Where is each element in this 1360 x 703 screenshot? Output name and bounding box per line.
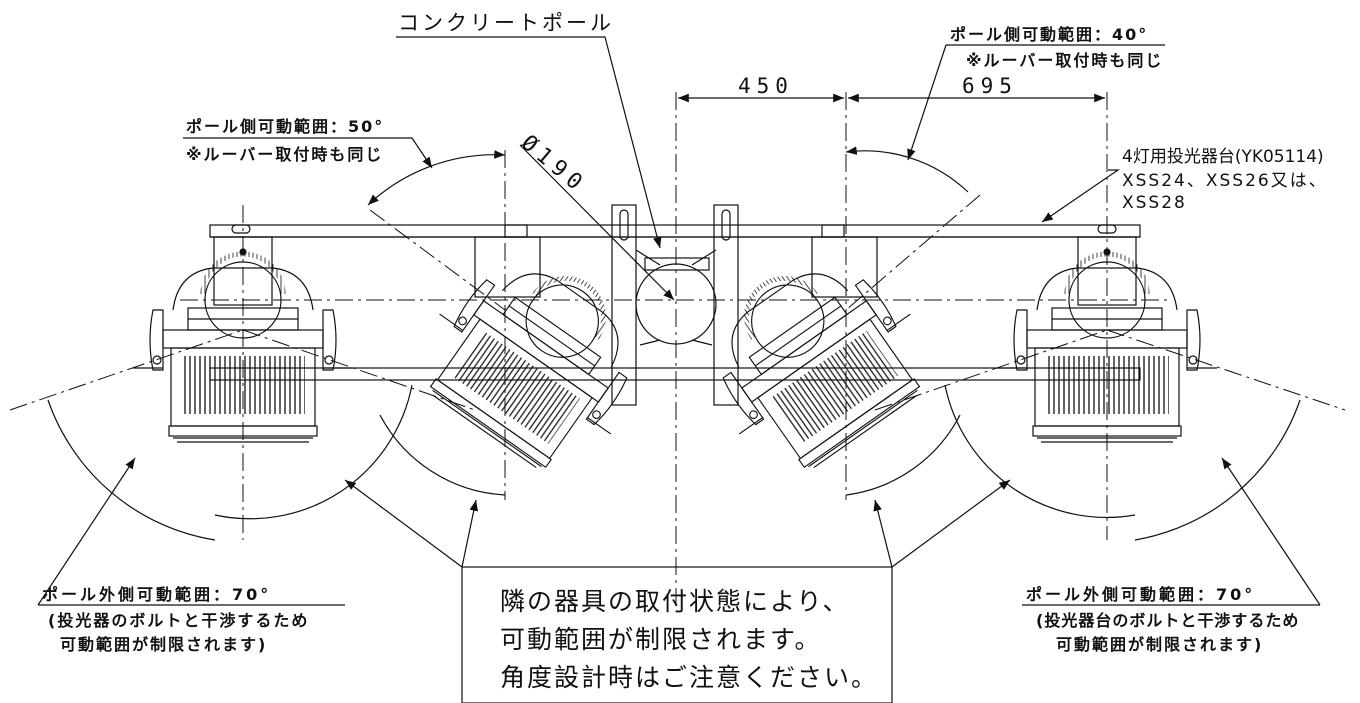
caution-line-2: 可動範囲が制限されます。 [500,625,822,654]
mount-compat-label-2: XSS28 [1122,193,1187,213]
center-lines [9,92,1346,610]
range-arcs [47,146,1301,541]
pole-label: コンクリートポール [398,11,614,35]
dimension-695: 695 [962,74,1018,98]
outer-right-note-2: 可動範囲が制限されます) [1056,635,1263,654]
leader-lines [37,36,1321,703]
dimension-450: 450 [738,74,794,98]
outer-left-note-1: (投光器のボルトと干渉するため [48,611,309,630]
diameter-label: Ø190 [516,130,591,199]
dimension-lines [519,93,1105,301]
left-range-note: ※ルーバー取付時も同じ [186,145,383,164]
right-range-note: ※ルーバー取付時も同じ [966,51,1163,70]
light-fixture-2 [399,225,673,491]
light-fixture-3 [677,225,951,491]
outer-right-title: ポール外側可動範囲：70° [1026,585,1255,604]
outer-left-note-2: 可動範囲が制限されます) [60,635,267,654]
mounting-bracket [209,204,1141,406]
caution-line-3: 角度設計時はご注意ください。 [500,663,878,692]
mount-model-label: 4灯用投光器台(YK05114) [1122,147,1324,167]
outer-right-note-1: (投光器台のボルトと干渉するため [1036,611,1299,630]
mount-compat-label-1: XSS24、XSS26又は、 [1122,171,1328,191]
right-range-title: ポール側可動範囲：40° [950,25,1148,44]
outer-left-title: ポール外側可動範囲：70° [42,585,271,604]
left-range-title: ポール側可動範囲：50° [186,117,384,136]
caution-line-1: 隣の器具の取付状態により、 [500,587,850,616]
